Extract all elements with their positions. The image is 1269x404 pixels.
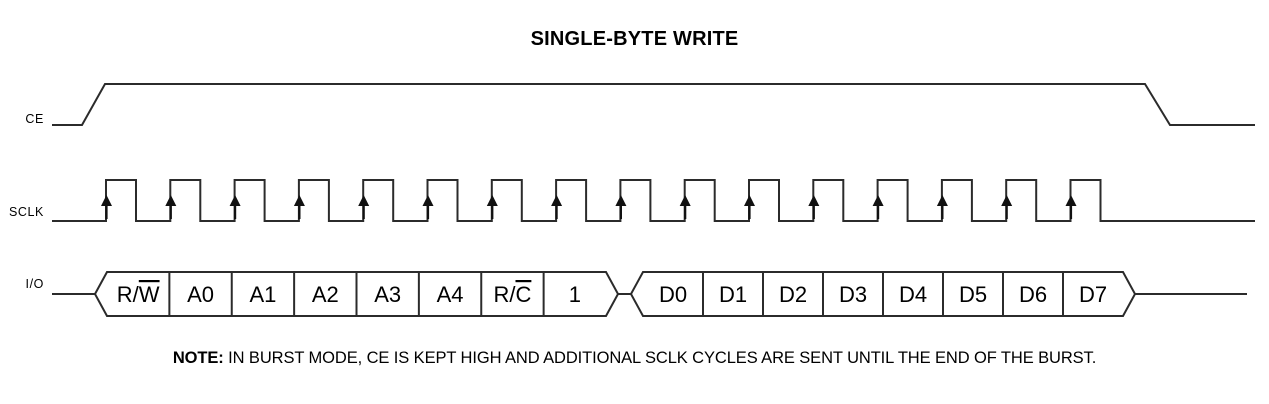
io-command-cell-1: A0 bbox=[187, 282, 214, 307]
io-command-cell-2: A1 bbox=[249, 282, 276, 307]
signal-label-io: I/O bbox=[26, 277, 44, 291]
io-data-cell-7: D7 bbox=[1079, 282, 1107, 307]
io-data-cell-0: D0 bbox=[659, 282, 687, 307]
ce-waveform bbox=[52, 83, 1255, 126]
io-command-cell-3: A2 bbox=[312, 282, 339, 307]
sclk-rising-edge-arrow-6 bbox=[486, 195, 498, 206]
sclk-rising-edge-arrow-10 bbox=[744, 195, 755, 206]
io-data-cell-4: D4 bbox=[899, 282, 927, 307]
sclk-rising-edge-arrow-3 bbox=[293, 195, 305, 206]
signal-label-sclk: SCLK bbox=[9, 205, 44, 219]
io-command-cell-5: A4 bbox=[437, 282, 464, 307]
io-data-cell-6: D6 bbox=[1019, 282, 1047, 307]
sclk-rising-edge-arrow-8 bbox=[615, 195, 627, 206]
sclk-rising-edge-arrow-13 bbox=[936, 195, 948, 206]
io-command-cell-6: R/C bbox=[493, 282, 531, 307]
sclk-rising-edge-arrow-15 bbox=[1065, 195, 1077, 206]
sclk-trace bbox=[52, 179, 1255, 222]
note-body: IN BURST MODE, CE IS KEPT HIGH AND ADDIT… bbox=[223, 349, 1097, 367]
sclk-rising-edge-arrow-11 bbox=[808, 195, 820, 206]
io-data-cell-1: D1 bbox=[719, 282, 747, 307]
sclk-rising-edge-arrow-12 bbox=[872, 195, 884, 206]
io-command-cell-0: R/W bbox=[117, 282, 160, 307]
sclk-rising-edge-arrow-4 bbox=[358, 195, 370, 206]
sclk-rising-edge-arrow-5 bbox=[422, 195, 434, 206]
sclk-rising-edge-arrow-9 bbox=[679, 195, 691, 206]
note-prefix: NOTE: bbox=[172, 349, 224, 367]
io-command-cell-7: 1 bbox=[569, 282, 581, 307]
sclk-rising-edge-arrow-1 bbox=[165, 195, 177, 206]
sclk-rising-edge-arrow-0 bbox=[101, 195, 112, 206]
sclk-rising-edge-arrow-7 bbox=[551, 195, 563, 206]
ce-trace bbox=[52, 83, 1255, 126]
sclk-rising-edge-arrow-14 bbox=[1001, 195, 1013, 206]
note-text: NOTE: IN BURST MODE, CE IS KEPT HIGH AND… bbox=[0, 349, 1269, 368]
page-title: SINGLE-BYTE WRITE bbox=[530, 28, 739, 50]
io-bus-waveform: R/W A0 A1 A2 A3 A4 R/C 1 D0 D1 D2 D3 D4 D5 D6 D7 bbox=[52, 271, 1247, 317]
signal-label-ce: CE bbox=[25, 112, 44, 126]
io-data-cell-2: D2 bbox=[779, 282, 807, 307]
signal-labels-group: CE SCLK I/O bbox=[9, 112, 44, 291]
sclk-rising-edge-arrow-2 bbox=[229, 195, 241, 206]
sclk-waveform bbox=[52, 179, 1255, 222]
io-data-cell-3: D3 bbox=[839, 282, 867, 307]
io-data-cell-5: D5 bbox=[959, 282, 987, 307]
io-command-cell-4: A3 bbox=[374, 282, 401, 307]
